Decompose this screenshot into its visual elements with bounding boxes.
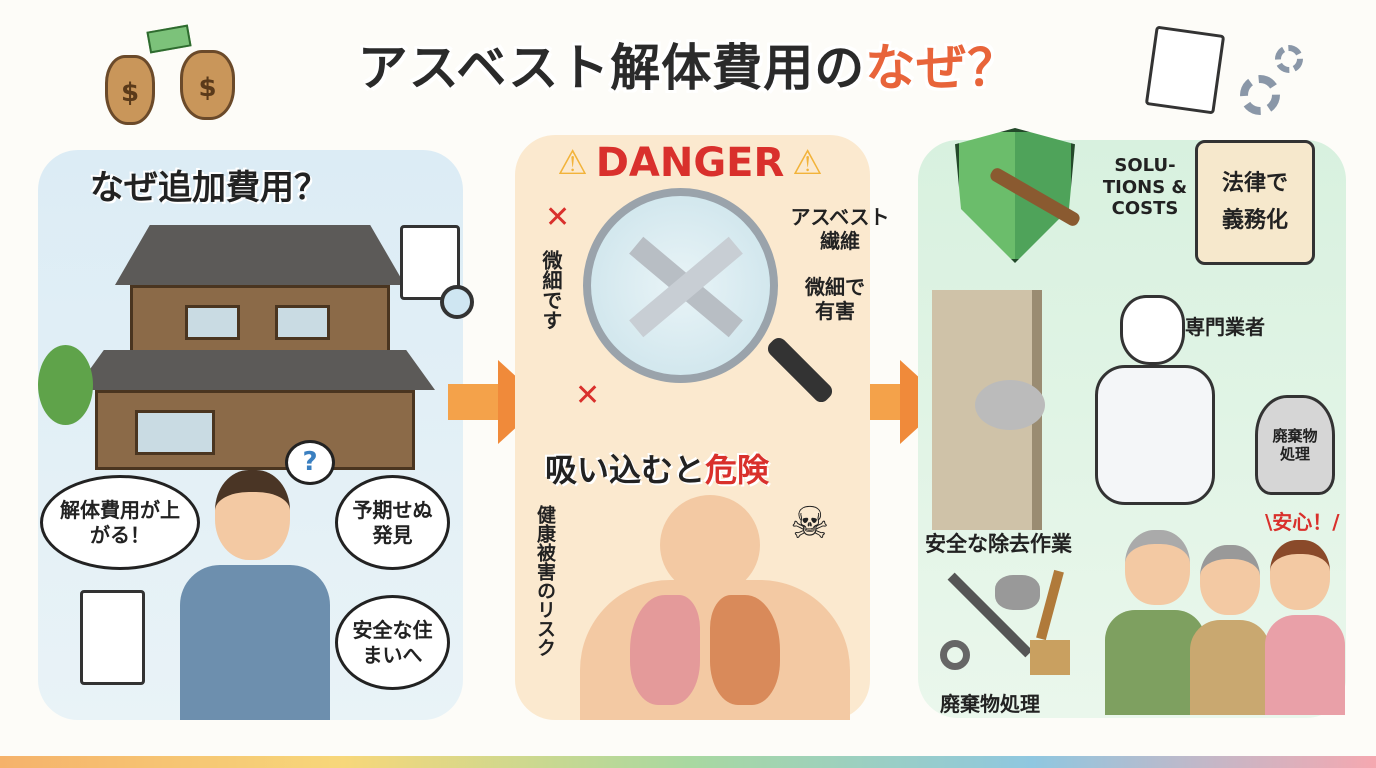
gear-icon (1275, 45, 1303, 73)
waste-bag-label: 廃棄物処理 (1272, 427, 1318, 463)
danger-header: ⚠ DANGER ⚠ (535, 140, 845, 186)
dust-cloud (975, 380, 1045, 430)
solutions-costs-label: SOLU-TIONS & COSTS (1102, 155, 1188, 220)
hazmat-worker-illustration (1080, 295, 1230, 515)
law-line-2: 義務化 (1221, 207, 1288, 233)
speech-bubble-cost-rise: 解体費用が上がる！ (40, 475, 200, 570)
tree-icon (38, 345, 93, 425)
danger-label: DANGER (595, 140, 785, 186)
gear-icon (1240, 75, 1280, 115)
worried-man-illustration (180, 470, 330, 720)
fine-harmful-label: 微細で有害 (805, 275, 865, 323)
health-risk-label: 健康被害のリスク (534, 505, 556, 657)
bubble-text: 安全な住まいへ (352, 617, 433, 667)
waste-label: 廃棄物処理 (940, 692, 1040, 716)
warning-icon: ⚠ (557, 143, 588, 183)
bubble-text: 解体費用が上がる！ (60, 497, 180, 547)
title-accent: なぜ？ (865, 39, 1019, 97)
document-icon (1144, 25, 1226, 115)
money-bag-icon: $ (180, 50, 235, 120)
house-illustration (75, 225, 435, 470)
x-mark-icon: ✕ (545, 200, 571, 235)
law-line-1: 法律で (1221, 171, 1288, 197)
bubble-text: 予期せぬ発見 (352, 497, 433, 547)
inhale-danger-heading: 吸い込むと危険 (545, 445, 769, 491)
question-mark: ? (302, 447, 318, 478)
safe-removal-label: 安全な除去作業 (925, 532, 1072, 556)
x-mark-icon: ✕ (575, 378, 601, 413)
relief-label: \安心！/ (1265, 510, 1340, 534)
tools-illustration (935, 569, 1090, 680)
bottom-decorative-bar (0, 756, 1376, 768)
fine-vertical-label: 微細です (539, 250, 563, 330)
money-bag-icon: $ (105, 55, 155, 125)
document-search-icon (80, 590, 145, 685)
left-heading: なぜ追加費用？ (90, 168, 328, 208)
inhale-accent: 危険 (705, 451, 770, 489)
warning-icon: ⚠ (792, 143, 823, 183)
asbestos-fiber-label: アスベスト繊維 (790, 205, 890, 253)
skull-crossbones-icon: ☠ (790, 498, 830, 549)
magnifying-glass-fibers-icon (583, 188, 778, 383)
waste-bag: 廃棄物処理 (1255, 395, 1335, 495)
law-scroll: 法律で 義務化 (1195, 140, 1315, 265)
happy-family-illustration (1105, 530, 1345, 715)
human-torso-lungs-illustration (580, 495, 850, 720)
title-main: アスベスト解体費用の (357, 39, 866, 97)
specialist-label: 専門業者 (1185, 315, 1265, 339)
question-bubble-icon: ? (285, 440, 335, 485)
inhale-main: 吸い込むと (545, 451, 706, 489)
page-title: アスベスト解体費用のなぜ？ (0, 28, 1376, 100)
magnifier-icon (440, 285, 474, 319)
speech-bubble-unexpected: 予期せぬ発見 (335, 475, 450, 570)
speech-bubble-safe-home: 安全な住まいへ (335, 595, 450, 690)
